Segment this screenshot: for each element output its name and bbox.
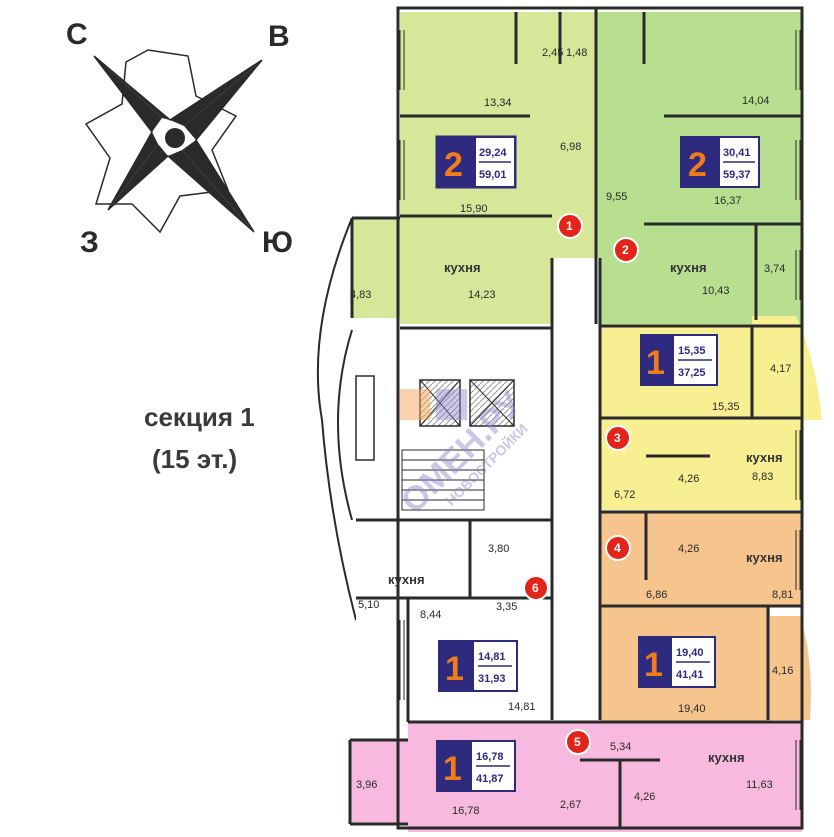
room-area: 9,55 — [606, 191, 627, 203]
room-area: 2,45 — [542, 47, 563, 59]
badge-total-area: 31,93 — [478, 673, 506, 685]
room-area: 19,40 — [678, 703, 706, 715]
kitchen-label: кухня — [708, 750, 745, 765]
room-area: 6,98 — [560, 141, 581, 153]
compass-rose: С В З Ю — [66, 18, 293, 259]
compass-south-label: Ю — [262, 226, 293, 259]
svg-text:3: 3 — [614, 431, 621, 445]
room-area-labels: 2,45 1,48 13,34 6,98 15,90 14,23 4,83 14… — [350, 47, 793, 817]
apartment-marker: 1 — [557, 213, 583, 239]
svg-text:4: 4 — [614, 541, 621, 555]
kitchen-label: кухня — [746, 450, 783, 465]
apartment-badge: 1 16,78 41,87 — [436, 740, 516, 792]
room-area: 3,74 — [764, 263, 785, 275]
room-area: 16,37 — [714, 195, 742, 207]
badge-total-area: 59,01 — [479, 169, 507, 181]
apartment-badge: 1 19,40 41,41 — [638, 636, 716, 688]
room-area: 5,34 — [610, 741, 631, 753]
room-area: 1,48 — [566, 47, 587, 59]
room-area: 13,34 — [484, 97, 512, 109]
room-area: 14,04 — [742, 95, 770, 107]
walls — [348, 6, 804, 830]
svg-text:5: 5 — [574, 735, 581, 749]
room-area: 2,67 — [560, 799, 581, 811]
room-area: 4,26 — [678, 543, 699, 555]
room-area: 4,17 — [770, 363, 791, 375]
apartment-markers: 1 2 3 4 5 6 — [523, 213, 639, 755]
kitchen-label: кухня — [388, 572, 425, 587]
badge-total-area: 41,41 — [676, 669, 704, 681]
badge-living-area: 30,41 — [723, 147, 751, 159]
badge-total-area: 37,25 — [678, 367, 706, 379]
section-floors: (15 эт.) — [152, 444, 237, 474]
room-area: 4,26 — [678, 473, 699, 485]
compass-west-label: З — [80, 226, 99, 259]
room-area: 8,81 — [772, 589, 793, 601]
window-markings — [399, 30, 801, 810]
apartment-badge: 1 14,81 31,93 — [438, 640, 518, 692]
kitchen-labels: кухня кухня кухня кухня кухня кухня — [388, 260, 783, 765]
section-title: секция 1 — [144, 402, 255, 432]
svg-text:1: 1 — [566, 219, 573, 233]
apartment-marker: 3 — [605, 425, 631, 451]
room-area: 10,43 — [702, 285, 730, 297]
room-area: 8,83 — [752, 471, 773, 483]
apartment-marker: 2 — [613, 237, 639, 263]
room-area: 6,86 — [646, 589, 667, 601]
facade-curve — [316, 217, 357, 621]
badge-total-area: 59,37 — [723, 169, 751, 181]
apartment-badge: 2 30,41 59,37 — [680, 136, 760, 188]
room-area: 5,10 — [358, 599, 379, 611]
kitchen-label: кухня — [670, 260, 707, 275]
kitchen-label: кухня — [746, 550, 783, 565]
badge-total-area: 41,87 — [476, 773, 504, 785]
stair-core — [355, 375, 515, 511]
room-area: 6,72 — [614, 489, 635, 501]
room-area: 8,44 — [420, 609, 441, 621]
badge-rooms: 1 — [644, 646, 663, 684]
room-area: 15,90 — [460, 203, 488, 215]
svg-text:2: 2 — [622, 243, 629, 257]
badge-living-area: 15,35 — [678, 345, 706, 357]
room-area: 14,81 — [508, 701, 536, 713]
badge-living-area: 19,40 — [676, 647, 704, 659]
room-area: 3,35 — [496, 601, 517, 613]
kitchen-label: кухня — [444, 260, 481, 275]
compass-north-label: С — [66, 18, 88, 51]
badge-living-area: 29,24 — [479, 147, 507, 159]
room-area: 11,63 — [746, 779, 773, 791]
room-area: 3,80 — [488, 543, 509, 555]
apartment-badge: 2 29,24 59,01 — [435, 135, 517, 189]
room-area: 14,23 — [468, 289, 496, 301]
badge-living-area: 14,81 — [478, 651, 506, 663]
apartment-marker: 4 — [605, 535, 631, 561]
svg-text:6: 6 — [532, 581, 539, 595]
room-area: 4,26 — [634, 791, 655, 803]
badge-rooms: 1 — [445, 650, 464, 688]
badge-rooms: 2 — [444, 146, 463, 184]
room-area: 3,96 — [356, 779, 377, 791]
room-area: 16,78 — [452, 805, 480, 817]
apartment-badges: 2 29,24 59,01 2 30,41 59,37 1 15,35 37,2… — [435, 135, 760, 792]
apartment-marker: 5 — [565, 729, 591, 755]
room-area: 4,83 — [350, 289, 371, 301]
apartment-badge: 1 15,35 37,25 — [640, 334, 718, 386]
compass-east-label: В — [268, 20, 290, 53]
apartment-marker: 6 — [523, 575, 549, 601]
badge-rooms: 1 — [443, 750, 462, 788]
badge-living-area: 16,78 — [476, 751, 504, 763]
badge-rooms: 1 — [646, 344, 665, 382]
room-area: 4,16 — [772, 665, 793, 677]
room-area: 15,35 — [712, 401, 740, 413]
badge-rooms: 2 — [688, 146, 707, 184]
